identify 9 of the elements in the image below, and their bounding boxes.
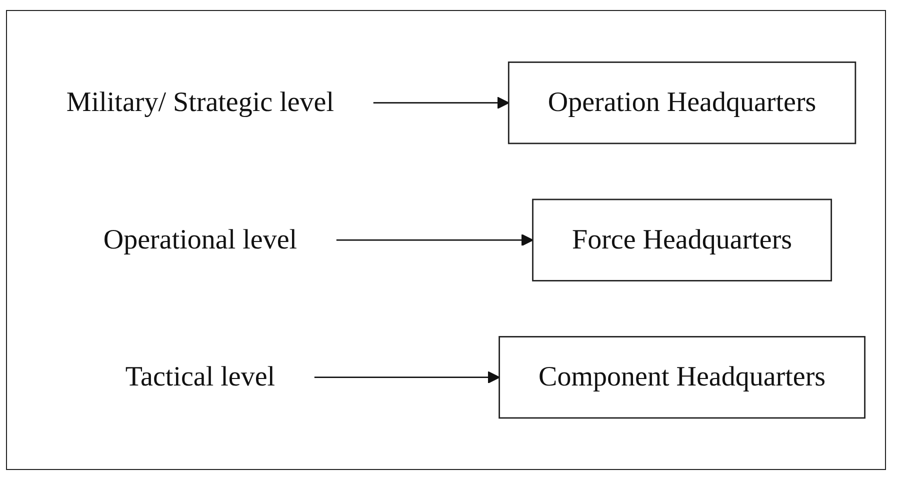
node-box: Operation Headquarters <box>508 61 856 144</box>
node-box: Component Headquarters <box>498 336 866 419</box>
arrow <box>373 96 510 109</box>
node-text: Operational level <box>103 224 298 256</box>
node-box: Force Headquarters <box>532 198 832 282</box>
node-text: Tactical level <box>125 362 276 393</box>
arrow <box>314 371 500 384</box>
arrow <box>336 234 534 246</box>
node-text: Military/ Strategic level <box>66 87 334 118</box>
